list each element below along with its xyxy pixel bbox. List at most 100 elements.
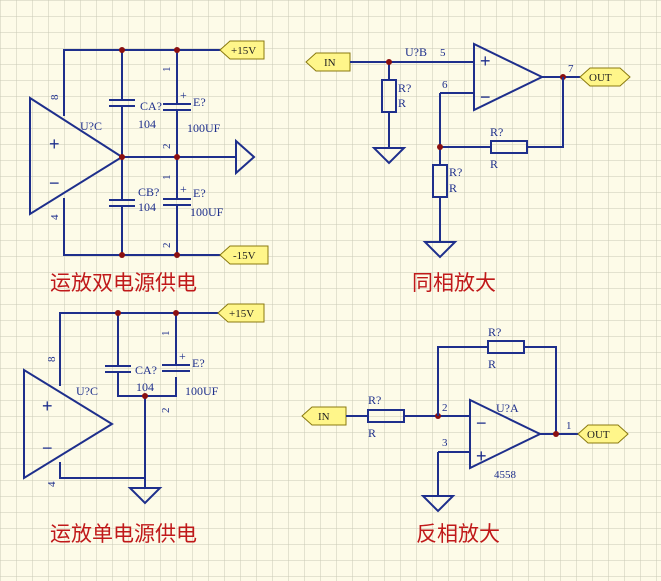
- dual-ecap-bottom-value: 100UF: [190, 205, 224, 219]
- title-single-supply: 运放单电源供电: [50, 522, 197, 546]
- noninv-rf-ref: R?: [490, 125, 503, 139]
- dual-opamp-symbol: [29, 96, 124, 216]
- junction: [119, 47, 125, 53]
- title-inverting: 反相放大: [416, 522, 500, 546]
- inv-rf-value: R: [488, 357, 496, 371]
- noninv-out-port[interactable]: [579, 67, 631, 87]
- dual-ecap-top-pin1: 1: [161, 67, 173, 73]
- title-noninverting: 同相放大: [412, 271, 496, 295]
- junction: [174, 47, 180, 53]
- single-opamp-plus: +: [42, 396, 53, 416]
- dual-ground-symbol: [235, 138, 256, 176]
- single-ground-wire: [59, 462, 146, 488]
- dual-vminus-rail: [63, 198, 226, 256]
- noninv-out-port-label: OUT: [589, 72, 612, 84]
- inv-rin-ref: R?: [368, 393, 381, 407]
- dual-cap-ca: [109, 50, 135, 157]
- dual-ecap-top-value: 100UF: [187, 121, 221, 135]
- inv-feedback-wire: [524, 346, 557, 434]
- inv-opamp-part: 4558: [494, 469, 517, 481]
- noninv-r1-ground: [371, 147, 407, 165]
- title-dual-supply: 运放双电源供电: [50, 271, 197, 295]
- noninv-r2-ref: R?: [449, 165, 462, 179]
- single-vplus-port[interactable]: [217, 303, 265, 323]
- noninv-r1-value: R: [398, 96, 406, 110]
- single-opamp-minus: −: [42, 438, 53, 458]
- noninv-r2-ground: [422, 241, 458, 259]
- inv-opamp-ref: U?A: [496, 401, 519, 415]
- inv-out-port-label: OUT: [587, 429, 610, 441]
- junction: [553, 431, 559, 437]
- junction: [119, 154, 125, 160]
- junction: [142, 393, 148, 399]
- junction: [119, 252, 125, 258]
- dual-opamp-plus: +: [49, 134, 60, 154]
- dual-opamp-ref: U?C: [80, 119, 102, 133]
- inv-feedback-wire: [437, 346, 488, 416]
- single-vplus-rail: [59, 312, 226, 386]
- inv-out-port[interactable]: [577, 424, 629, 444]
- dual-ecap-top-pin2: 2: [161, 144, 173, 150]
- noninv-opamp-minus: −: [480, 87, 491, 107]
- inverting-circuit: IN R? R 2 R? R − + U?A 4558 3 1 OUT: [301, 325, 629, 513]
- dual-cap-cb-ref: CB?: [138, 185, 159, 199]
- dual-ecap-top: [163, 50, 191, 157]
- noninv-in-port-label: IN: [324, 57, 336, 69]
- noninv-r1-ref: R?: [398, 81, 411, 95]
- single-ecap-ref: E?: [192, 356, 205, 370]
- single-supply-circuit: + − U?C 8 4 CA? 104 + E? 100UF 1 2 +15V: [23, 303, 265, 505]
- inv-in-port-label: IN: [318, 411, 330, 423]
- dual-cap-ca-ref: CA?: [140, 99, 162, 113]
- inv-rin-value: R: [368, 426, 376, 440]
- single-cap-ca: [105, 313, 177, 478]
- dual-vminus-port-label: -15V: [233, 250, 256, 262]
- noninverting-circuit: IN U?B 5 R? R + − 6 7 R? R R? R OUT: [305, 42, 631, 259]
- dual-ecap-bottom-pin1: 1: [161, 175, 173, 181]
- dual-cap-cb-value: 104: [138, 200, 156, 214]
- junction: [115, 310, 121, 316]
- dual-ecap-bottom-ref: E?: [193, 186, 206, 200]
- single-opamp-symbol: [23, 368, 114, 480]
- dual-ecap-bottom-pin2: 2: [161, 243, 173, 249]
- junction: [437, 144, 443, 150]
- inv-pin1: 1: [566, 420, 572, 432]
- noninv-pin6: 6: [442, 79, 448, 91]
- junction: [174, 252, 180, 258]
- junction: [174, 154, 180, 160]
- dual-ecap-bottom: [163, 157, 191, 255]
- single-opamp-pin4: 4: [46, 481, 58, 487]
- inv-opamp-symbol: [469, 398, 543, 470]
- noninv-opamp-plus: +: [480, 51, 491, 71]
- noninv-feedback-wire: [527, 77, 564, 148]
- inv-opamp-plus: +: [476, 446, 487, 466]
- junction: [386, 59, 392, 65]
- junction: [173, 310, 179, 316]
- noninv-rf-value: R: [490, 157, 498, 171]
- noninv-opamp-ref: U?B: [405, 45, 427, 59]
- noninv-pin5: 5: [440, 47, 446, 59]
- single-ground-symbol: [127, 487, 163, 505]
- dual-opamp-minus: −: [49, 173, 60, 193]
- single-ecap: [162, 313, 190, 372]
- dual-ecap-top-plus: +: [180, 88, 187, 102]
- single-cap-ca-ref: CA?: [135, 363, 157, 377]
- inv-opamp-minus: −: [476, 413, 487, 433]
- dual-ecap-top-ref: E?: [193, 95, 206, 109]
- single-ecap-pin2: 2: [160, 408, 172, 414]
- dual-vplus-port[interactable]: [219, 40, 265, 60]
- dual-cap-ca-value: 104: [138, 117, 156, 131]
- dual-ecap-bottom-plus: +: [180, 182, 187, 196]
- noninv-r2-value: R: [449, 181, 457, 195]
- single-ecap-value: 100UF: [185, 384, 219, 398]
- dual-opamp-pin8: 8: [49, 94, 61, 100]
- dual-vplus-rail: [63, 49, 226, 116]
- dual-vminus-port[interactable]: [219, 245, 269, 265]
- single-opamp-pin8: 8: [46, 356, 58, 362]
- inv-pin2: 2: [442, 402, 448, 414]
- single-ecap-plus: +: [179, 349, 186, 363]
- dual-supply-circuit: + − U?C 8 4 CA? 104 + E? 100UF 1 2 CB? 1…: [29, 40, 269, 265]
- inv-ground-symbol: [420, 495, 456, 513]
- single-ecap-pin1: 1: [160, 331, 172, 337]
